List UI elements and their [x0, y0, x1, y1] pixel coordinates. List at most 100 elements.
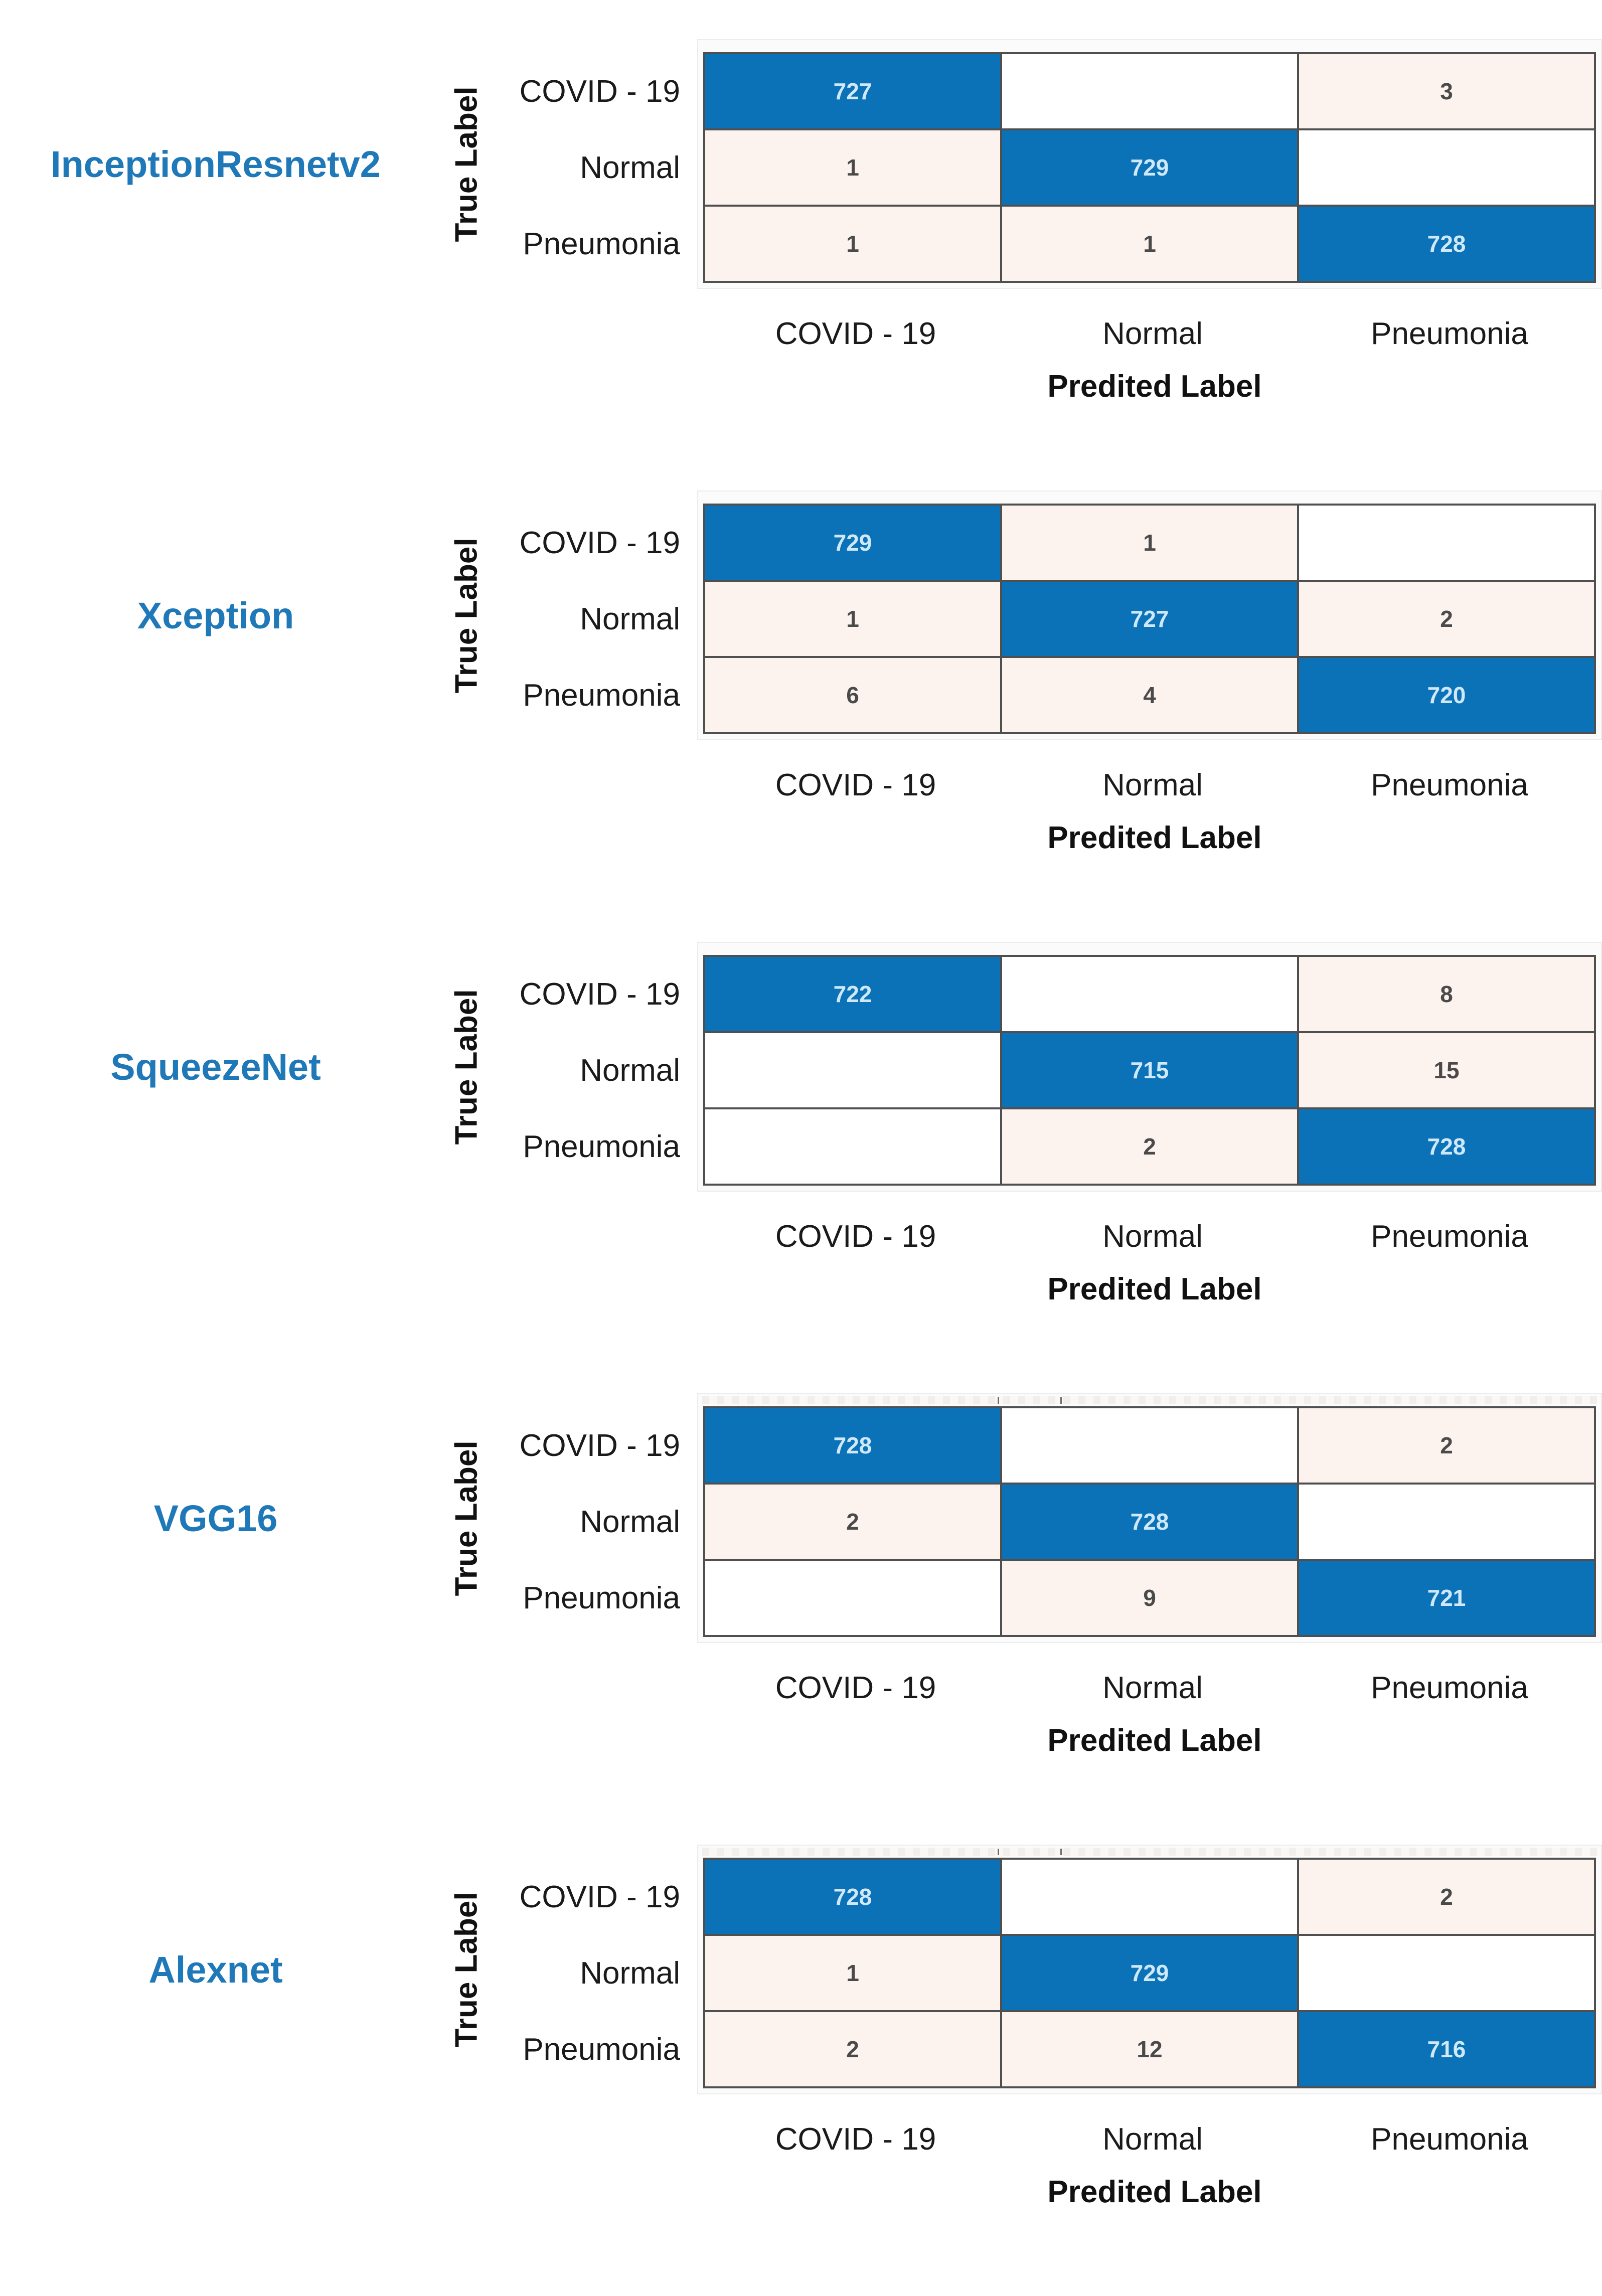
row-labels: COVID - 19 Normal Pneumonia — [502, 39, 697, 282]
matrix-cell: 715 — [1002, 1033, 1297, 1107]
matrix-cell — [705, 1109, 1000, 1184]
col-label-pneumonia: Pneumonia — [1371, 1671, 1528, 1705]
matrix-cell — [1299, 1485, 1594, 1559]
matrix-cell: 716 — [1299, 2012, 1594, 2086]
matrix-cell: 4 — [1002, 658, 1297, 732]
col-label-pneumonia: Pneumonia — [1371, 1219, 1528, 1254]
row-labels: COVID - 19 Normal Pneumonia — [502, 490, 697, 733]
matrix-cell: 728 — [705, 1408, 1000, 1483]
matrix-cell: 2 — [705, 2012, 1000, 2086]
model-name-column: Alexnet — [0, 1845, 431, 2094]
scan-artifact-strip — [702, 1396, 1597, 1404]
model-name: SqueezeNet — [110, 1046, 321, 1088]
col-label-covid19: COVID - 19 — [775, 2122, 936, 2157]
model-name-column: InceptionResnetv2 — [0, 39, 431, 289]
matrix-cell — [705, 1561, 1000, 1635]
matrix-cell: 2 — [1299, 1408, 1594, 1483]
matrix-cell: 1 — [705, 1936, 1000, 2010]
confusion-matrix-panel-squeezenet: SqueezeNet True Label COVID - 19 Normal … — [0, 942, 1602, 1307]
matrix-cell: 721 — [1299, 1561, 1594, 1635]
row-label-covid19: COVID - 19 — [519, 1879, 680, 1914]
col-label-pneumonia: Pneumonia — [1371, 316, 1528, 351]
model-name-column: Xception — [0, 490, 431, 740]
row-label-pneumonia: Pneumonia — [523, 1580, 680, 1615]
model-name: VGG16 — [153, 1497, 278, 1539]
matrix-cell: 727 — [705, 54, 1000, 128]
col-label-normal: Normal — [1102, 316, 1203, 351]
matrix-cell: 8 — [1299, 957, 1594, 1031]
matrix-cell — [1299, 506, 1594, 580]
matrix-cell — [1299, 1936, 1594, 2010]
matrix-cell: 1 — [1002, 207, 1297, 281]
row-label-normal: Normal — [580, 1955, 680, 1991]
col-label-covid19: COVID - 19 — [775, 768, 936, 802]
matrix-cell: 2 — [705, 1485, 1000, 1559]
row-labels: COVID - 19 Normal Pneumonia — [502, 1393, 697, 1636]
matrix-cell: 728 — [705, 1860, 1000, 1934]
row-labels: COVID - 19 Normal Pneumonia — [502, 1845, 697, 2087]
row-label-covid19: COVID - 19 — [519, 976, 680, 1012]
matrix-cell: 1 — [705, 207, 1000, 281]
confusion-matrix-panel-vgg16: VGG16 True Label COVID - 19 Normal Pneum… — [0, 1393, 1602, 1758]
column-labels: COVID - 19 Normal Pneumonia — [707, 316, 1602, 352]
matrix-cell: 720 — [1299, 658, 1594, 732]
matrix-cell: 722 — [705, 957, 1000, 1031]
true-label-axis-title: True Label — [449, 86, 484, 242]
matrix-cell: 728 — [1299, 1109, 1594, 1184]
row-labels: COVID - 19 Normal Pneumonia — [502, 942, 697, 1185]
y-axis-column: True Label — [431, 39, 502, 289]
matrix-cell: 6 — [705, 658, 1000, 732]
matrix-cell: 15 — [1299, 1033, 1594, 1107]
column-labels: COVID - 19 Normal Pneumonia — [707, 1670, 1602, 1706]
col-label-pneumonia: Pneumonia — [1371, 2122, 1528, 2157]
row-label-pneumonia: Pneumonia — [523, 1129, 680, 1164]
predicted-label-axis-title: Predited Label — [1047, 369, 1262, 404]
col-label-covid19: COVID - 19 — [775, 316, 936, 351]
col-label-normal: Normal — [1102, 768, 1203, 802]
row-label-normal: Normal — [580, 1053, 680, 1088]
col-label-pneumonia: Pneumonia — [1371, 768, 1528, 802]
row-label-pneumonia: Pneumonia — [523, 226, 680, 261]
true-label-axis-title: True Label — [449, 1440, 484, 1596]
model-name: Alexnet — [148, 1948, 283, 1991]
matrix-cell: 12 — [1002, 2012, 1297, 2086]
matrix-cell: 729 — [705, 506, 1000, 580]
matrix-cell — [1002, 957, 1297, 1031]
row-label-covid19: COVID - 19 — [519, 525, 680, 560]
row-label-normal: Normal — [580, 1504, 680, 1539]
col-label-covid19: COVID - 19 — [775, 1219, 936, 1254]
matrix-cell: 729 — [1002, 1936, 1297, 2010]
matrix-cell — [705, 1033, 1000, 1107]
col-label-covid19: COVID - 19 — [775, 1671, 936, 1705]
column-labels: COVID - 19 Normal Pneumonia — [707, 1219, 1602, 1254]
matrix-cell: 9 — [1002, 1561, 1297, 1635]
true-label-axis-title: True Label — [449, 1891, 484, 2048]
matrix-cell: 2 — [1002, 1109, 1297, 1184]
true-label-axis-title: True Label — [449, 537, 484, 694]
confusion-matrix-panel-inceptionresnetv2: InceptionResnetv2 True Label COVID - 19 … — [0, 39, 1602, 404]
y-axis-column: True Label — [431, 942, 502, 1192]
predicted-label-axis-title: Predited Label — [1047, 1723, 1262, 1758]
y-axis-column: True Label — [431, 1845, 502, 2094]
matrix-cell: 728 — [1002, 1485, 1297, 1559]
matrix-cell: 1 — [1002, 506, 1297, 580]
row-label-pneumonia: Pneumonia — [523, 678, 680, 713]
y-axis-column: True Label — [431, 490, 502, 740]
predicted-label-axis-title: Predited Label — [1047, 821, 1262, 855]
scan-artifact-strip — [702, 1848, 1597, 1856]
column-labels: COVID - 19 Normal Pneumonia — [707, 2121, 1602, 2157]
